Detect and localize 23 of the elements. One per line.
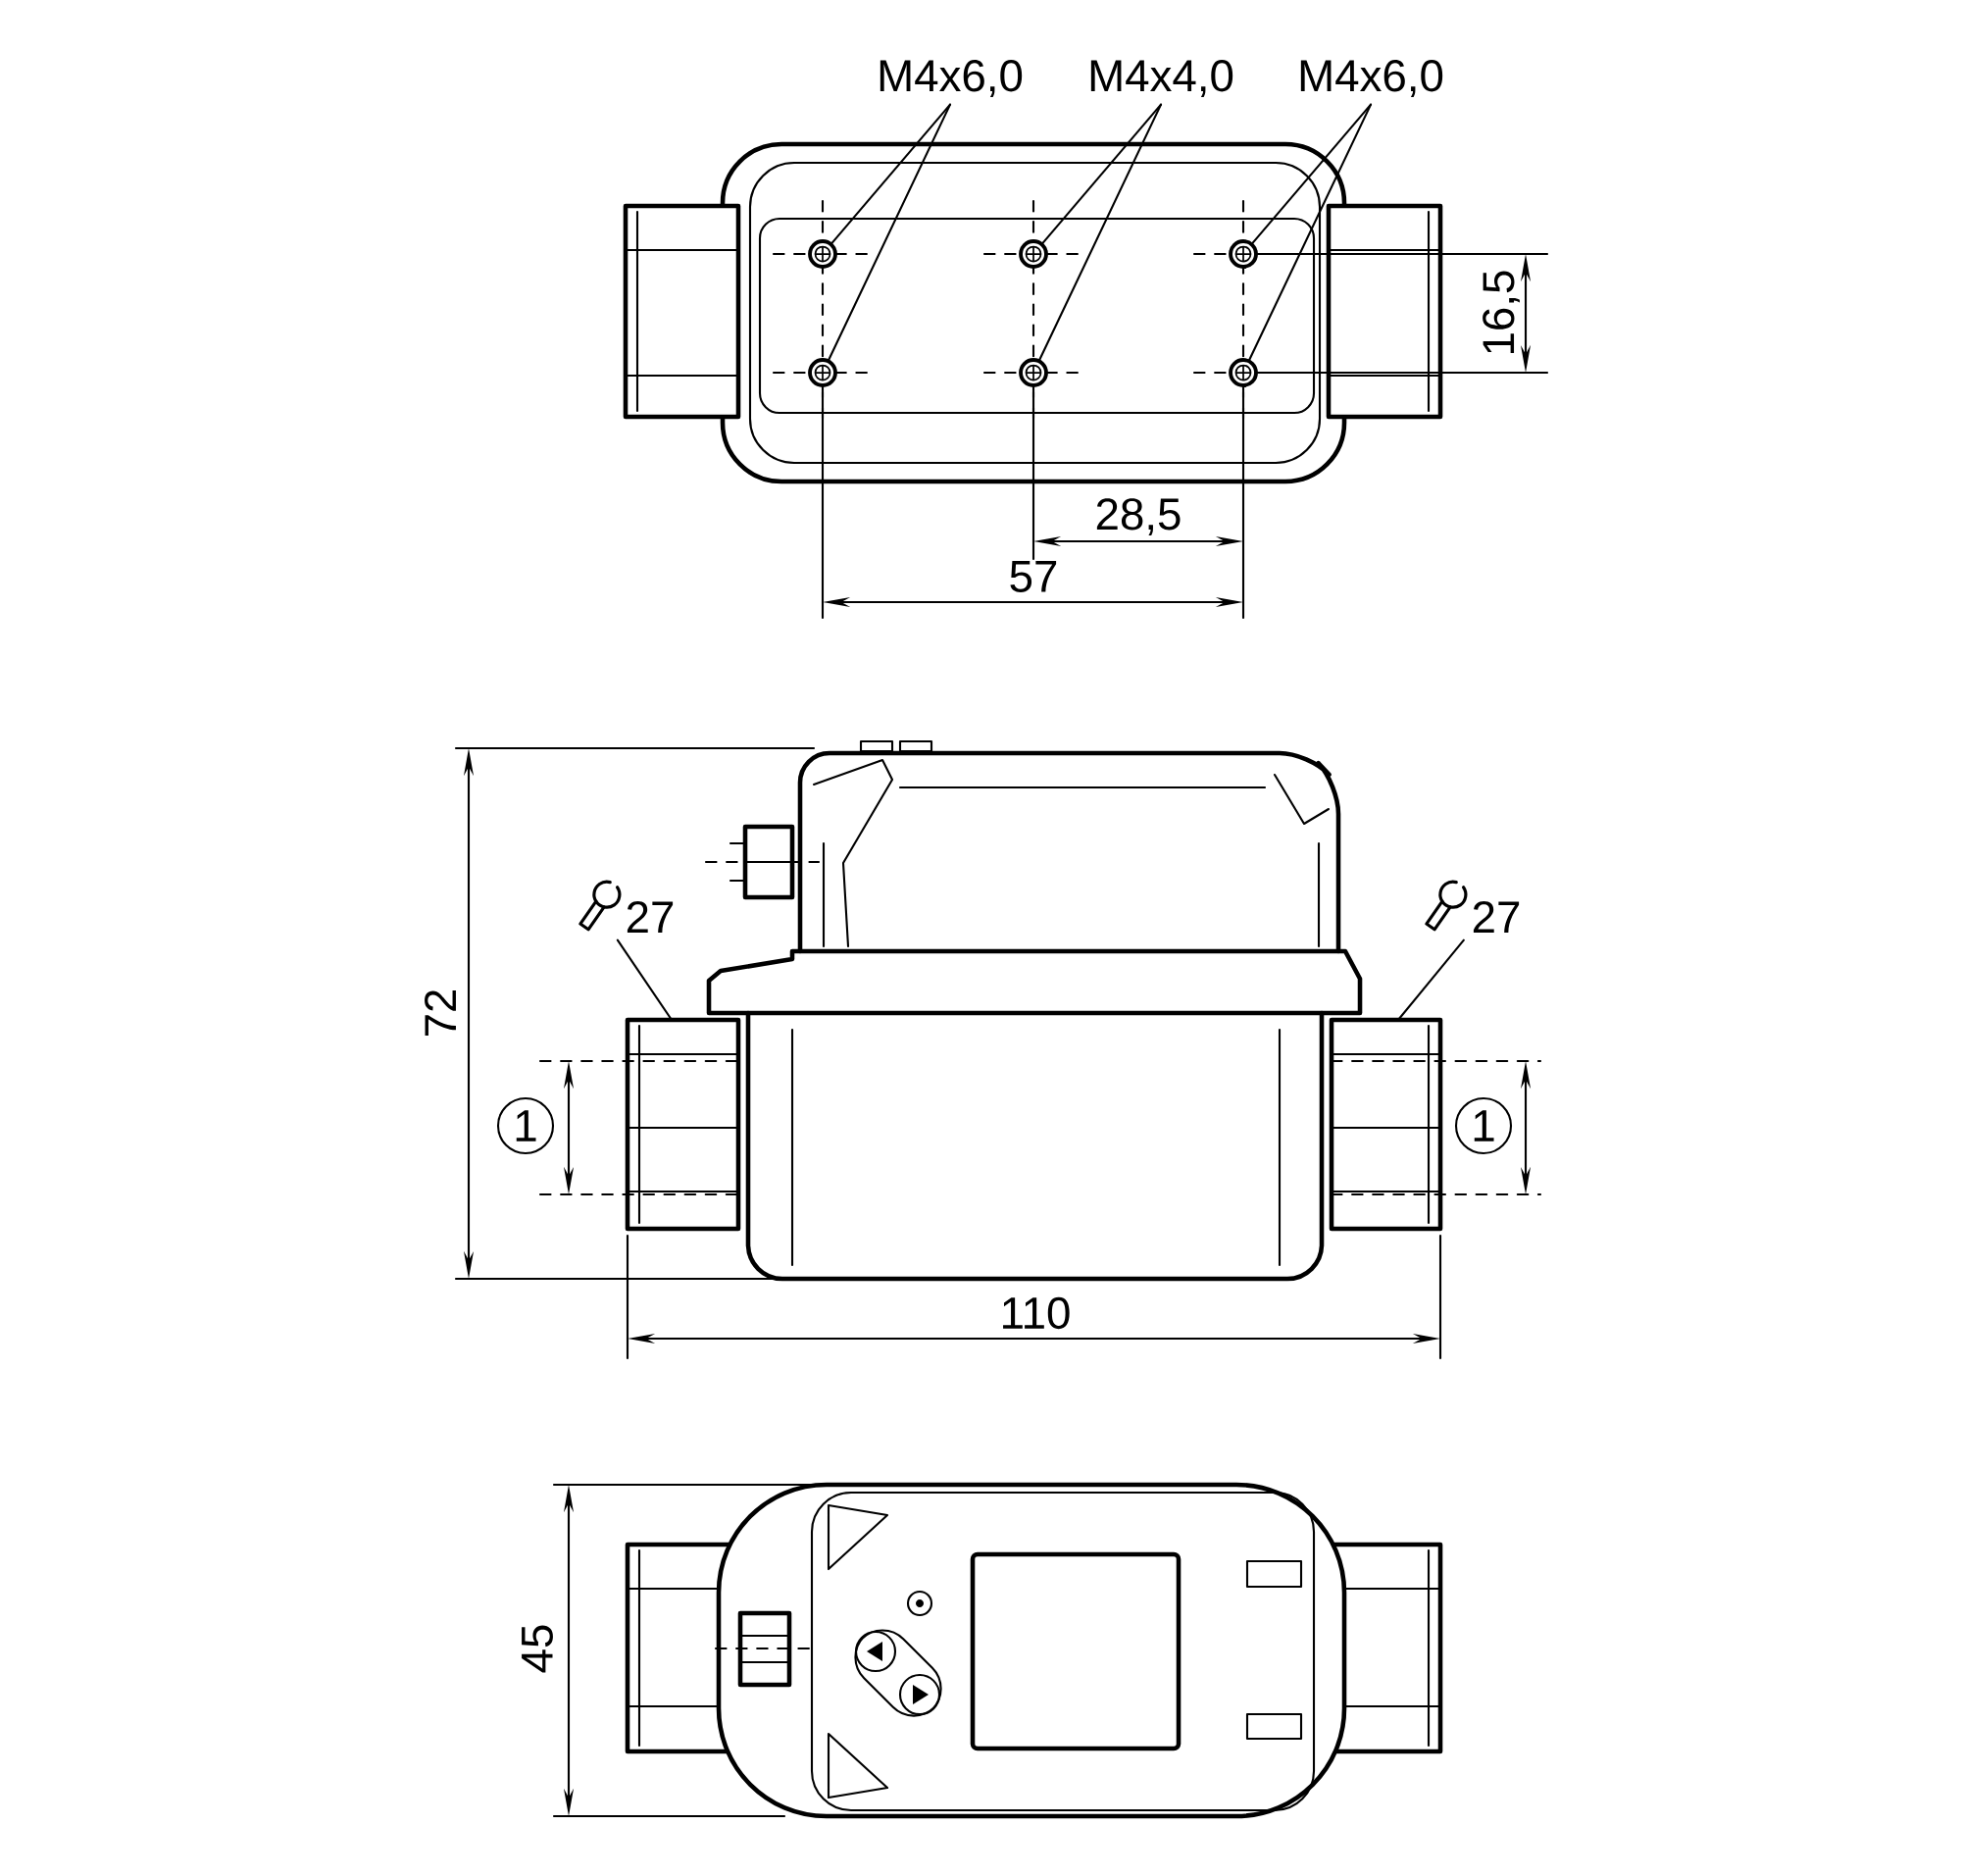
dimension-label: 45 [522,1625,553,1673]
threaded-hole [1229,358,1258,387]
dimension-label: 28,5 [1096,498,1181,535]
threaded-hole [1019,358,1048,387]
callout-number: 1 [496,1096,555,1155]
threaded-hole [1019,239,1048,269]
dimension-label: 16,5 [1483,271,1520,353]
leader-line [616,938,674,1022]
threaded-hole [808,239,837,269]
threaded-hole [1229,239,1258,269]
leader-line [1248,103,1373,361]
callout-number: 1 [1454,1096,1513,1155]
threaded-hole [808,358,837,387]
leader-line [1038,103,1163,361]
dimension-label: 57 [1010,561,1057,592]
dimension-label: 110 [1003,1296,1070,1330]
thread-label: M4x6,0 [880,60,1023,97]
thread-label: M4x6,0 [1300,60,1443,97]
dimension-label: 72 [425,989,456,1037]
wrench-size-label: 27 [627,901,674,933]
thread-label: M4x4,0 [1090,60,1233,97]
wrench-size-label: 27 [1473,901,1520,933]
leader-line [828,103,952,361]
